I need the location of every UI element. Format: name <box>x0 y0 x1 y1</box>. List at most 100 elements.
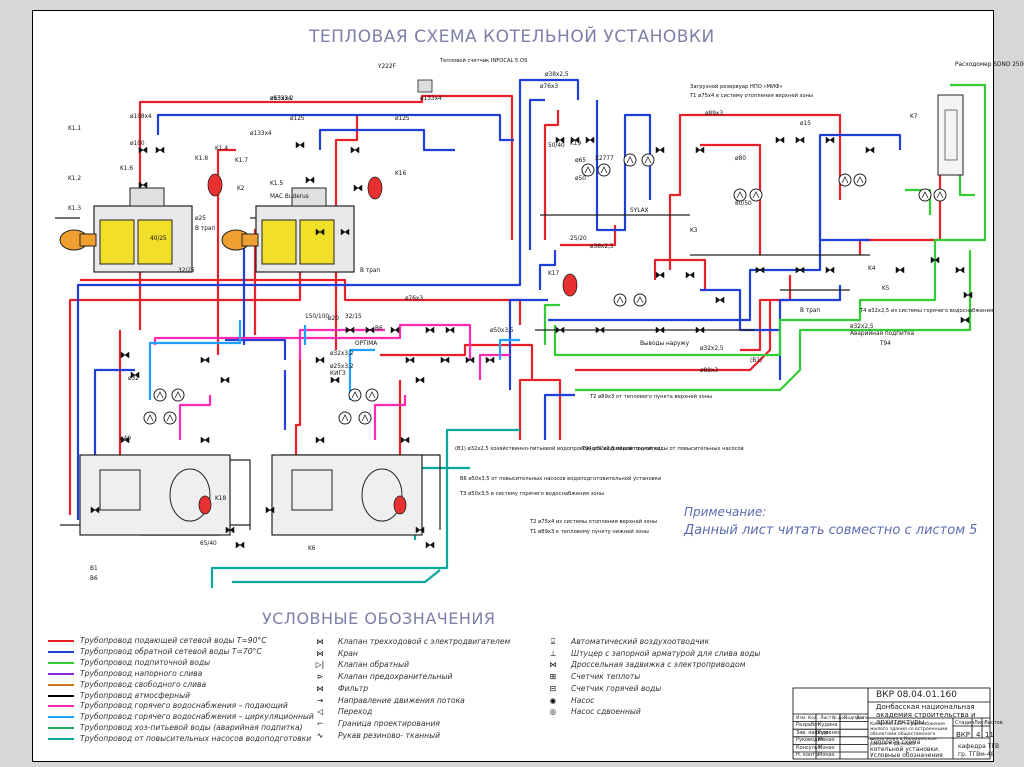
valve-icon <box>685 271 695 279</box>
sheets-header: Листов <box>984 720 1003 726</box>
water-supply-pipe-b6 <box>232 569 441 584</box>
title-block-person-role: Зав. кафедр. <box>796 729 831 736</box>
dhw-circulation-pipe-t4 <box>498 338 520 360</box>
diagram-label: 25/20 <box>570 236 587 242</box>
pump-arrow <box>856 176 864 184</box>
diagram-label: K17 <box>548 271 559 277</box>
valve-icon <box>955 266 965 274</box>
pump-arrow <box>841 176 849 184</box>
pump-arrow <box>616 296 624 304</box>
pipe-color-swatch <box>48 738 74 741</box>
note-text: Данный лист читать совместно с листом 5 <box>684 523 978 538</box>
pipe-color-swatch <box>48 683 74 686</box>
return-pipe-t2 <box>778 285 842 380</box>
symbol-legend-item: ◎Насос сдвоенный <box>545 707 641 716</box>
supply-pipe-t1 <box>653 258 707 290</box>
diagram-label: ø80 <box>735 156 746 162</box>
valve-icon <box>235 541 245 549</box>
supply-pipe-t1 <box>543 110 560 240</box>
symbol-legend-item: ⋈Кран <box>312 649 358 658</box>
reservoir-inner <box>944 109 958 161</box>
pipe-color-swatch <box>48 650 74 653</box>
valve-icon <box>265 506 275 514</box>
pipe-network <box>55 78 987 588</box>
valve-icon <box>90 506 100 514</box>
pump-icon <box>918 188 932 202</box>
diagram-label: K16 <box>395 171 406 177</box>
reducer-icon: ◁ <box>317 707 323 717</box>
diagram-label: Тепловой счетчик INFOCAL 5 OS <box>439 57 527 64</box>
valve-icon <box>295 141 305 149</box>
valve-icon <box>825 266 835 274</box>
loading-reservoir <box>937 94 964 176</box>
diagram-label: K1.6 <box>120 166 133 172</box>
valve-icon <box>225 526 235 534</box>
diagram-label: K1.4 <box>215 146 228 152</box>
burner-housing <box>129 187 165 207</box>
valve-icon <box>595 326 605 334</box>
title-block-person-name: Кудина <box>818 722 838 728</box>
pump-icon <box>338 411 352 425</box>
air-vent-icon: ⍓ <box>550 637 556 646</box>
diagram-label: Загрузной резервуар НПО «МИФ» <box>690 83 783 90</box>
pump-arrow <box>166 414 174 422</box>
valve-icon <box>555 136 565 144</box>
diagram-label: K1.1 <box>68 126 81 132</box>
hot-water-meter-icon: ⊟ <box>549 683 557 693</box>
dhw-supply-pipe-t3 <box>153 323 472 360</box>
diagram-label: Y222F <box>377 64 396 70</box>
diagram-label: T3 ø50x3,5 в систему горячего водоснабже… <box>459 491 604 497</box>
flow-arrow-icon: → <box>316 695 324 705</box>
diagram-label: Выводы наружу <box>640 341 690 347</box>
diagram-label: B6 ø50x3,5 от повысительных насосов водо… <box>460 475 661 482</box>
page-title: ТЕПЛОВАЯ СХЕМА КОТЕЛЬНОЙ УСТАНОВКИ <box>309 27 715 47</box>
pipe-legend-label: Трубопровод подающей сетевой воды Т=90°С <box>80 636 267 645</box>
supply-pipe-t1 <box>216 148 236 355</box>
water-heater-unit <box>79 454 231 536</box>
valve-icon <box>340 228 350 236</box>
diagram-label: ø32x2,5 <box>700 346 724 352</box>
drain-fitting-icon: ⊥ <box>549 648 557 658</box>
note-heading: Примечание: <box>684 505 767 519</box>
diagram-label: ø65 <box>575 158 586 164</box>
pipe-color-swatch <box>48 694 74 697</box>
supply-pipe-t1 <box>138 94 514 330</box>
valve-icon <box>120 351 130 359</box>
symbol-legend-label: Насос сдвоенный <box>571 707 641 717</box>
pump-icon <box>581 163 595 177</box>
diagram-label: K1.2 <box>68 176 81 182</box>
pipe-legend-label: Трубопровод атмосферный <box>80 690 191 700</box>
pipe-legend-label: Трубопровод напорного слива <box>80 668 203 678</box>
valve-icon <box>485 356 495 364</box>
symbol-legend-item: ∿Рукав резиново- тканный <box>312 731 440 740</box>
pump-icon <box>853 173 867 187</box>
supply-pipe-t1 <box>518 378 562 440</box>
diagram-label: T2 ø75x4 из системы отопления верхней зо… <box>529 518 657 525</box>
title-block-person-name: Гуженко <box>818 729 841 736</box>
diagram-label: K3 <box>690 228 698 234</box>
diagram-label: ø125 <box>395 116 410 122</box>
valve-icon <box>695 146 705 154</box>
diagram-label: K2 <box>237 186 245 192</box>
diagram-label: Расходомер SONO 2500 CT <box>955 62 1024 68</box>
pump-icon <box>153 388 167 402</box>
symbol-legend-item: ⊥Штуцер с запорной арматурой для слива в… <box>545 648 761 658</box>
dhw-supply-pipe-t3 <box>178 395 212 440</box>
diagram-label: ø25x3,2 <box>330 364 354 370</box>
return-pipe-t2 <box>538 250 557 290</box>
makeup-pipe-t94 <box>553 83 987 357</box>
diagram-label: ø133x4 <box>270 96 292 102</box>
symbol-legend-label: Счетчик теплоты <box>571 672 641 682</box>
valve-icon <box>345 326 355 334</box>
valve-icon <box>400 436 410 444</box>
design-boundary-icon: ⌐ <box>316 718 324 728</box>
supply-pipe-t1 <box>294 355 302 470</box>
valve-icon <box>315 228 325 236</box>
pipe-legend-item: T4 Трубопровод горячего водоснабжения – … <box>48 712 314 721</box>
pipe-color-swatch <box>48 727 74 730</box>
supply-pipe-t1 <box>560 225 617 247</box>
symbol-legend-item: →Направление движения потока <box>312 696 465 705</box>
diagram-label: K1.5 <box>270 181 283 187</box>
title-block-person-name: Монах <box>818 737 835 744</box>
